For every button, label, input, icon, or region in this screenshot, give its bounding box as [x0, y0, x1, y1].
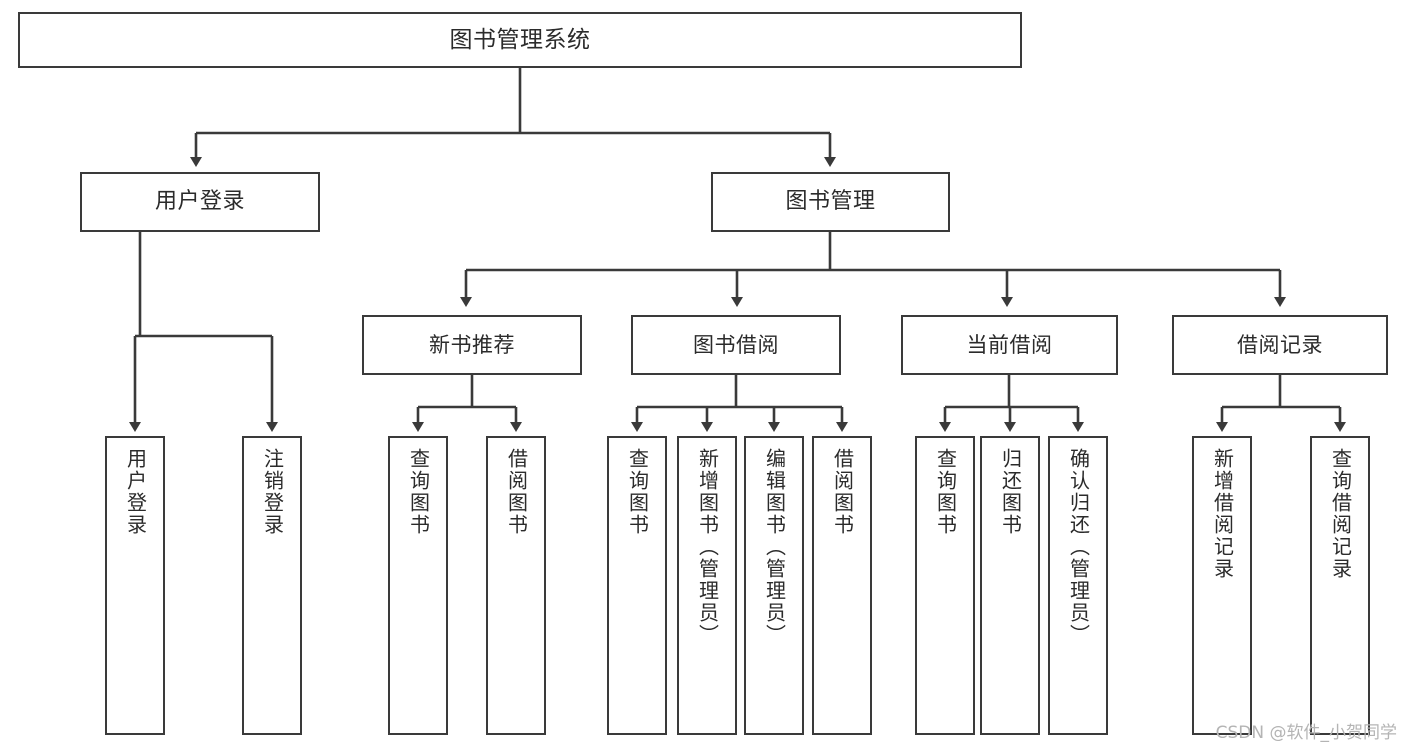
node-label: 归还图书 — [998, 448, 1023, 536]
node-confirm-return[interactable]: 确认归还（管理员） — [1048, 436, 1108, 735]
node-book-borrow[interactable]: 图书借阅 — [631, 315, 841, 375]
node-new-book-recommend[interactable]: 新书推荐 — [362, 315, 582, 375]
node-label: 用户登录 — [123, 448, 148, 536]
node-label: 新增借阅记录 — [1210, 448, 1235, 580]
node-label: 用户登录 — [154, 189, 245, 215]
node-borrow-record[interactable]: 借阅记录 — [1172, 315, 1388, 375]
node-label: 图书管理系统 — [449, 26, 591, 53]
node-label: 查询借阅记录 — [1328, 448, 1353, 580]
node-label: 查询图书 — [406, 448, 431, 536]
node-add-book[interactable]: 新增图书（管理员） — [677, 436, 737, 735]
node-query-borrow-record[interactable]: 查询借阅记录 — [1310, 436, 1370, 735]
node-label: 确认归还（管理员） — [1066, 448, 1091, 646]
node-current-borrow[interactable]: 当前借阅 — [901, 315, 1118, 375]
node-label: 借阅记录 — [1237, 332, 1323, 357]
node-borrow-book-2[interactable]: 借阅图书 — [812, 436, 872, 735]
node-return-book[interactable]: 归还图书 — [980, 436, 1040, 735]
node-query-book-1[interactable]: 查询图书 — [388, 436, 448, 735]
node-label: 图书借阅 — [693, 332, 779, 357]
node-label: 借阅图书 — [504, 448, 529, 536]
node-query-book-3[interactable]: 查询图书 — [915, 436, 975, 735]
node-label: 编辑图书（管理员） — [762, 448, 787, 646]
node-label: 查询图书 — [933, 448, 958, 536]
node-label: 新书推荐 — [429, 332, 515, 357]
watermark-text: CSDN @软件_小贺同学 — [1215, 723, 1397, 743]
node-book-management[interactable]: 图书管理 — [711, 172, 950, 232]
node-label: 新增图书（管理员） — [695, 448, 720, 646]
node-edit-book[interactable]: 编辑图书（管理员） — [744, 436, 804, 735]
node-label: 当前借阅 — [966, 332, 1053, 357]
node-user-login[interactable]: 用户登录 — [80, 172, 320, 232]
node-label: 注销登录 — [260, 448, 285, 536]
node-label: 图书管理 — [785, 189, 876, 215]
node-user-logout-action[interactable]: 注销登录 — [242, 436, 302, 735]
node-label: 查询图书 — [625, 448, 650, 536]
node-user-login-action[interactable]: 用户登录 — [105, 436, 165, 735]
node-add-borrow-record[interactable]: 新增借阅记录 — [1192, 436, 1252, 735]
node-borrow-book-1[interactable]: 借阅图书 — [486, 436, 546, 735]
node-label: 借阅图书 — [830, 448, 855, 536]
node-query-book-2[interactable]: 查询图书 — [607, 436, 667, 735]
node-root-book-management-system[interactable]: 图书管理系统 — [18, 12, 1022, 68]
